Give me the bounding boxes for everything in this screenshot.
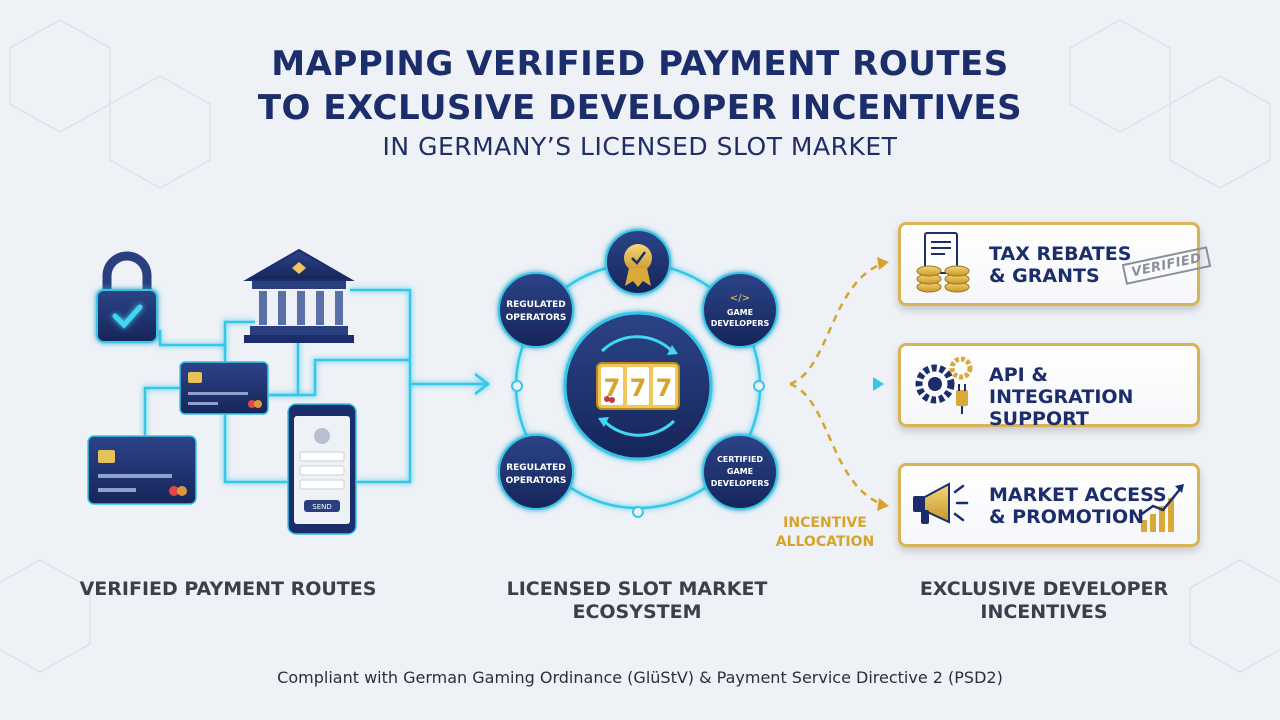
megaphone-chart-icon [913,482,1184,532]
bank-icon [243,248,355,343]
card-market-access: MARKET ACCESS & PROMOTION [898,463,1200,547]
credit-card-small-icon [179,361,269,415]
ring-node-bottom [632,506,644,518]
gears-plug-icon [915,356,973,414]
cherry-icon [604,396,610,402]
ring-node-right [753,380,765,392]
svg-text:REGULATED: REGULATED [506,300,566,310]
slot-machine-icon: 7 7 7 [563,311,713,461]
node-regulated-operators-bottom: REGULATED OPERATORS [498,434,574,510]
smartphone-icon: SEND [287,403,357,535]
svg-text:GAME: GAME [727,467,753,476]
title-line-1: MAPPING VERIFIED PAYMENT ROUTES [271,44,1009,84]
incentive-allocation-label: INCENTIVE ALLOCATION [775,515,875,550]
phone-send-label: SEND [312,503,332,511]
card-api-integration-label: API & INTEGRATION SUPPORT [989,364,1134,430]
card-api-integration: API & INTEGRATION SUPPORT [898,343,1200,430]
reel-1: 7 [604,374,621,402]
title-line-3: IN GERMANY’S LICENSED SLOT MARKET [382,132,898,161]
caption-exclusive-developer-incentives: EXCLUSIVE DEVELOPER INCENTIVES [919,578,1169,623]
svg-text:REGULATED: REGULATED [506,463,566,473]
code-icon: </> [730,293,750,304]
card-market-access-label: MARKET ACCESS & PROMOTION [989,484,1167,528]
certification-badge [605,229,671,295]
svg-text:GAME: GAME [727,308,753,317]
reel-3: 7 [656,374,673,402]
compliance-footer: Compliant with German Gaming Ordinance (… [277,668,1003,687]
incentive-arrows [789,257,889,511]
node-regulated-operators-top: REGULATED OPERATORS [498,272,574,348]
svg-text:CERTIFIED: CERTIFIED [717,455,763,464]
caption-verified-payment-routes: VERIFIED PAYMENT ROUTES [79,578,377,600]
node-certified-game-developers: CERTIFIED GAME DEVELOPERS [702,434,778,510]
card-tax-rebates-label: TAX REBATES & GRANTS [989,243,1132,287]
svg-text:OPERATORS: OPERATORS [506,313,567,323]
node-game-developers: </> GAME DEVELOPERS [702,272,778,348]
svg-text:DEVELOPERS: DEVELOPERS [711,479,770,488]
card-tax-rebates: TAX REBATES & GRANTS VERIFIED [898,222,1212,306]
document-coins-icon [916,232,970,293]
caption-licensed-slot-market: LICENSED SLOT MARKET ECOSYSTEM [506,578,768,623]
padlock-icon [96,251,158,343]
svg-text:OPERATORS: OPERATORS [506,476,567,486]
reel-2: 7 [630,374,647,402]
payment-route-lines [143,288,491,484]
credit-card-large-icon [87,435,197,505]
svg-text:DEVELOPERS: DEVELOPERS [711,319,770,328]
title-line-2: TO EXCLUSIVE DEVELOPER INCENTIVES [257,88,1023,128]
ring-node-left [511,380,523,392]
verified-stamp: VERIFIED [1121,246,1212,285]
